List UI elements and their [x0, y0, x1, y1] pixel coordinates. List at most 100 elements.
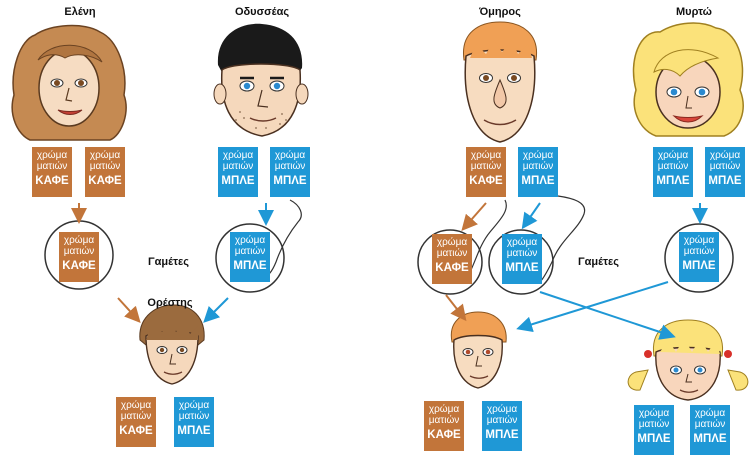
name-omiros: Όμηρος	[479, 6, 521, 18]
name-odysseas: Οδυσσέας	[234, 6, 290, 18]
omiros-face	[463, 21, 538, 143]
gamete-card-blue: χρώμα ματιών ΜΠΛΕ	[230, 232, 270, 282]
card-line1: χρώμα	[222, 150, 254, 161]
eye-color-card-blue: χρώμα ματιών ΜΠΛΕ	[690, 405, 730, 455]
name-myrto: Μυρτώ	[676, 6, 712, 18]
card-line1: χρώμα	[522, 150, 554, 161]
daughter-face	[627, 319, 749, 401]
card-line1: χρώμα	[120, 400, 152, 411]
card-allele: ΚΑΦΕ	[35, 175, 69, 187]
card-line2: ματιών	[486, 415, 518, 426]
card-line1: χρώμα	[63, 235, 95, 246]
card-allele: ΜΠΛΕ	[708, 175, 742, 187]
card-line2: ματιών	[428, 415, 460, 426]
card-line2: ματιών	[234, 246, 266, 257]
card-allele: ΜΠΛΕ	[682, 260, 716, 272]
odysseas-face	[213, 23, 309, 137]
card-allele: ΜΠΛΕ	[656, 175, 690, 187]
gamete-circle-myrto	[664, 223, 734, 293]
gamete-card-brown: χρώμα ματιών ΚΑΦΕ	[59, 232, 99, 282]
eye-color-card-blue: χρώμα ματιών ΜΠΛΕ	[482, 401, 522, 451]
card-line2: ματιών	[638, 419, 670, 430]
card-line1: χρώμα	[638, 408, 670, 419]
card-allele: ΜΠΛΕ	[273, 175, 307, 187]
card-line2: ματιών	[694, 419, 726, 430]
card-line1: χρώμα	[506, 237, 538, 248]
card-line2: ματιών	[36, 161, 68, 172]
son-face	[450, 311, 507, 389]
card-line1: χρώμα	[428, 404, 460, 415]
card-line1: χρώμα	[36, 150, 68, 161]
card-allele: ΜΠΛΕ	[233, 260, 267, 272]
card-line2: ματιών	[178, 411, 210, 422]
card-line1: χρώμα	[694, 408, 726, 419]
gamete-circle-omiros-2	[488, 229, 554, 295]
card-line2: ματιών	[436, 248, 468, 259]
eye-color-card-blue: χρώμα ματιών ΜΠΛΕ	[218, 147, 258, 197]
card-line2: ματιών	[222, 161, 254, 172]
card-allele: ΜΠΛΕ	[221, 175, 255, 187]
card-allele: ΜΠΛΕ	[505, 262, 539, 274]
arrow-to-orestis-blue	[203, 297, 229, 323]
card-line1: χρώμα	[470, 150, 502, 161]
gamete-circle-omiros-1	[417, 229, 483, 295]
card-allele: ΚΑΦΕ	[469, 175, 503, 187]
orestis-face	[139, 304, 205, 385]
label-gametes-right: Γαμέτες	[578, 256, 619, 268]
eye-color-card-blue: χρώμα ματιών ΜΠΛΕ	[270, 147, 310, 197]
card-line2: ματιών	[89, 161, 121, 172]
card-line2: ματιών	[506, 248, 538, 259]
card-line2: ματιών	[274, 161, 306, 172]
card-line1: χρώμα	[274, 150, 306, 161]
card-allele: ΜΠΛΕ	[693, 433, 727, 445]
gamete-card-blue: χρώμα ματιών ΜΠΛΕ	[502, 234, 542, 284]
card-line2: ματιών	[470, 161, 502, 172]
arrow-myrto-to-son	[516, 281, 669, 333]
eye-color-card-brown: χρώμα ματιών ΚΑΦΕ	[466, 147, 506, 197]
gamete-circle-odysseas	[215, 223, 285, 293]
card-allele: ΚΑΦΕ	[62, 260, 96, 272]
arrow-to-orestis-brown	[117, 297, 141, 323]
card-line1: χρώμα	[89, 150, 121, 161]
card-allele: ΜΠΛΕ	[177, 425, 211, 437]
card-line2: ματιών	[63, 246, 95, 257]
eye-color-card-blue: χρώμα ματιών ΜΠΛΕ	[705, 147, 745, 197]
card-allele: ΜΠΛΕ	[521, 175, 555, 187]
eye-color-card-brown: χρώμα ματιών ΚΑΦΕ	[85, 147, 125, 197]
eleni-face	[11, 24, 127, 141]
chromosome-outline-3	[539, 195, 586, 283]
card-allele: ΜΠΛΕ	[485, 429, 519, 441]
card-line1: χρώμα	[486, 404, 518, 415]
card-allele: ΚΑΦΕ	[435, 262, 469, 274]
eye-color-card-brown: χρώμα ματιών ΚΑΦΕ	[424, 401, 464, 451]
card-line2: ματιών	[709, 161, 741, 172]
card-line1: χρώμα	[234, 235, 266, 246]
card-allele: ΚΑΦΕ	[427, 429, 461, 441]
myrto-face	[632, 22, 744, 137]
card-line2: ματιών	[683, 246, 715, 257]
arrow-omiros-to-daughter	[539, 291, 676, 340]
card-line1: χρώμα	[709, 150, 741, 161]
chromosome-outline-2	[469, 199, 507, 273]
card-line2: ματιών	[120, 411, 152, 422]
eye-color-card-blue: χρώμα ματιών ΜΠΛΕ	[653, 147, 693, 197]
card-allele: ΚΑΦΕ	[88, 175, 122, 187]
arrow-to-son-brown	[445, 294, 467, 322]
name-orestis: Ορέστης	[147, 297, 193, 309]
card-allele: ΜΠΛΕ	[637, 433, 671, 445]
card-line1: χρώμα	[178, 400, 210, 411]
name-eleni: Ελένη	[64, 6, 96, 18]
eye-color-card-brown: χρώμα ματιών ΚΑΦΕ	[116, 397, 156, 447]
card-line1: χρώμα	[683, 235, 715, 246]
eye-color-card-brown: χρώμα ματιών ΚΑΦΕ	[32, 147, 72, 197]
arrow-omiros-gamete-blue	[521, 202, 541, 230]
gamete-card-blue: χρώμα ματιών ΜΠΛΕ	[679, 232, 719, 282]
card-line1: χρώμα	[436, 237, 468, 248]
gamete-card-brown: χρώμα ματιών ΚΑΦΕ	[432, 234, 472, 284]
card-line2: ματιών	[657, 161, 689, 172]
arrow-omiros-gamete-brown	[461, 202, 487, 232]
card-allele: ΚΑΦΕ	[119, 425, 153, 437]
card-line1: χρώμα	[657, 150, 689, 161]
